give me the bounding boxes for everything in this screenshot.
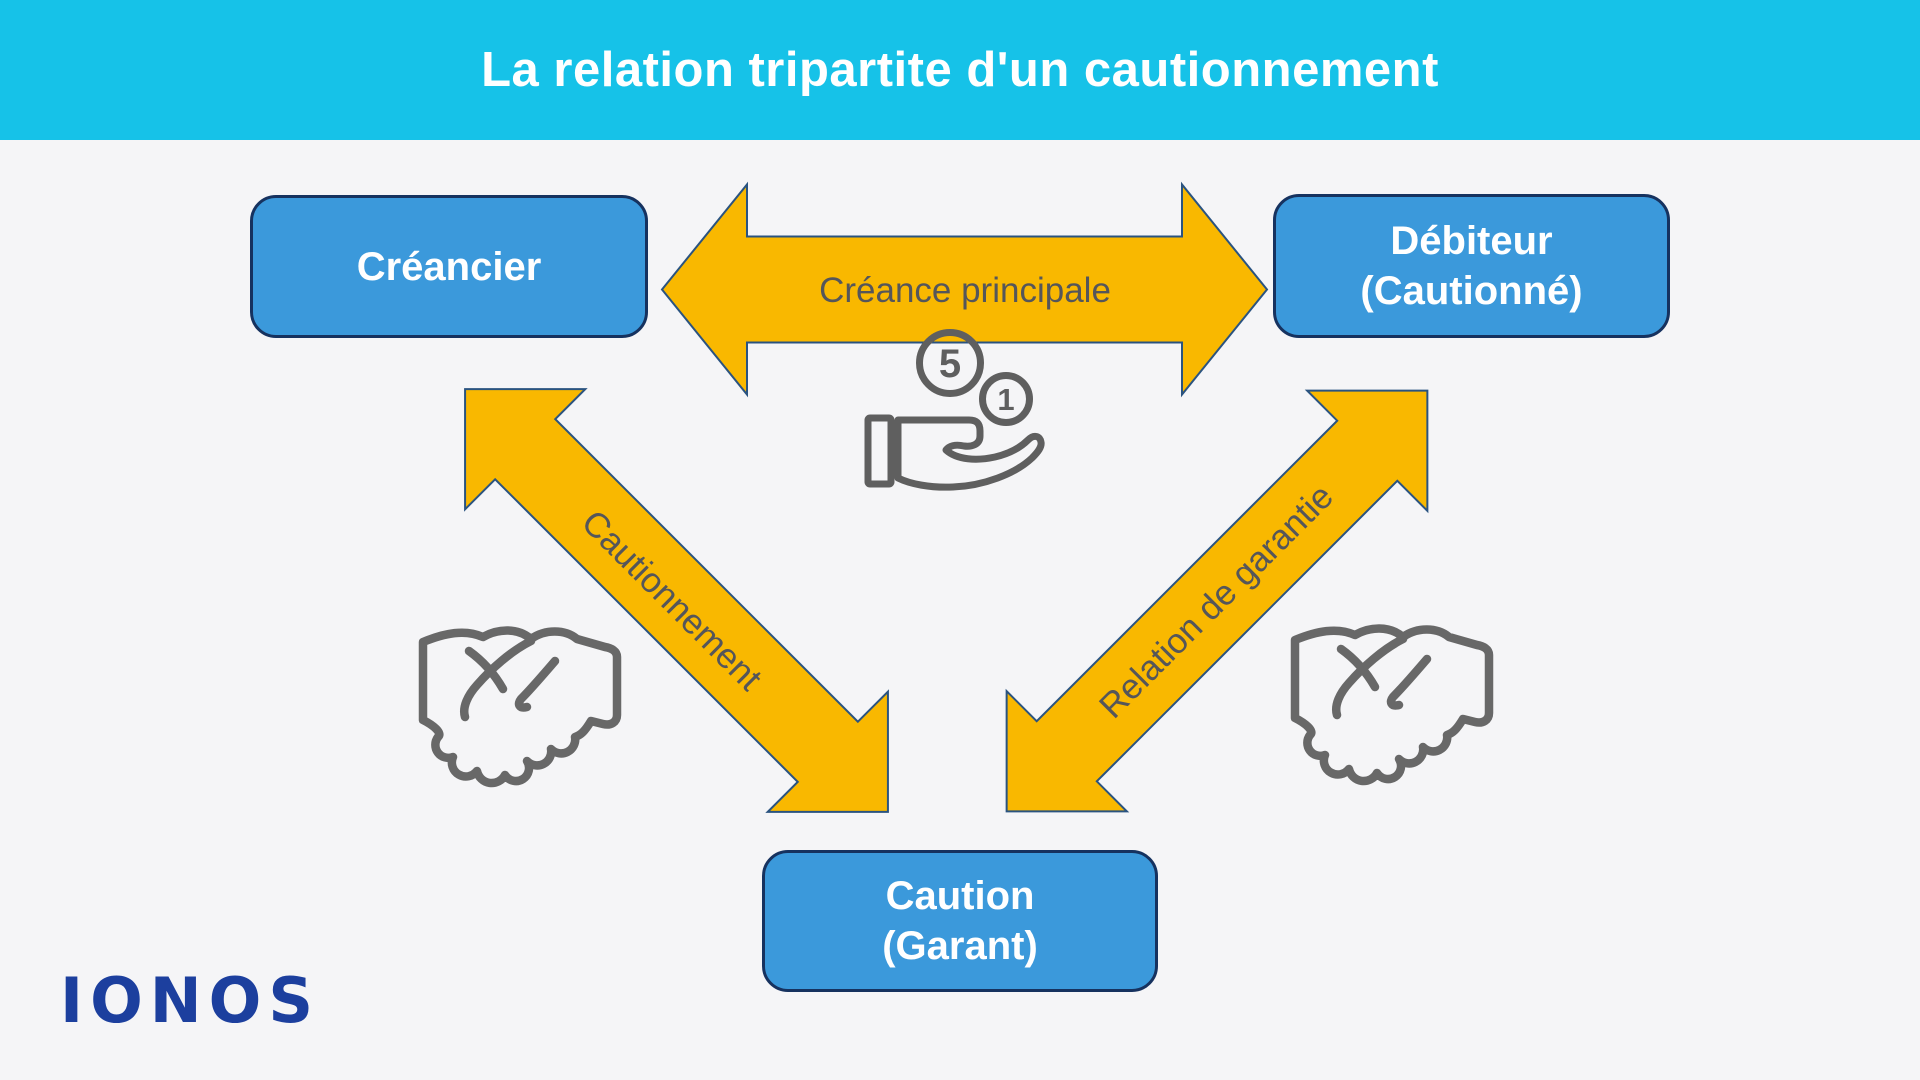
arrow-label-creance-principale: Créance principale bbox=[819, 271, 1111, 310]
node-debiteur-label-line1: Débiteur bbox=[1390, 219, 1553, 263]
node-debiteur-label-line2: (Cautionné) bbox=[1360, 269, 1583, 313]
handshake-icon-right bbox=[1295, 629, 1489, 782]
arrow-cautionnement bbox=[464, 388, 889, 813]
arrow-creance-principale bbox=[660, 181, 1269, 398]
arrow-label-cautionnement: Cautionnement bbox=[574, 503, 770, 699]
node-caution: Caution (Garant) bbox=[762, 850, 1158, 992]
coin-1-value: 1 bbox=[997, 382, 1014, 417]
coin-5-value: 5 bbox=[939, 342, 961, 386]
node-creancier: Créancier bbox=[250, 195, 648, 338]
arrow-relation-garantie bbox=[1005, 389, 1429, 813]
handshake-icon-left bbox=[423, 631, 617, 784]
node-caution-label-line1: Caution bbox=[885, 874, 1035, 918]
page-title: La relation tripartite d'un cautionnemen… bbox=[481, 43, 1439, 97]
ionos-logo: IONOS bbox=[60, 964, 321, 1037]
title-bar: La relation tripartite d'un cautionnemen… bbox=[0, 0, 1920, 140]
node-creancier-label: Créancier bbox=[356, 244, 542, 289]
arrow-label-relation-garantie: Relation de garantie bbox=[1092, 477, 1341, 726]
node-caution-label-line2: (Garant) bbox=[882, 924, 1038, 968]
node-debiteur: Débiteur (Cautionné) bbox=[1273, 194, 1670, 338]
hand-with-coins-icon: 5 1 bbox=[864, 329, 1045, 491]
